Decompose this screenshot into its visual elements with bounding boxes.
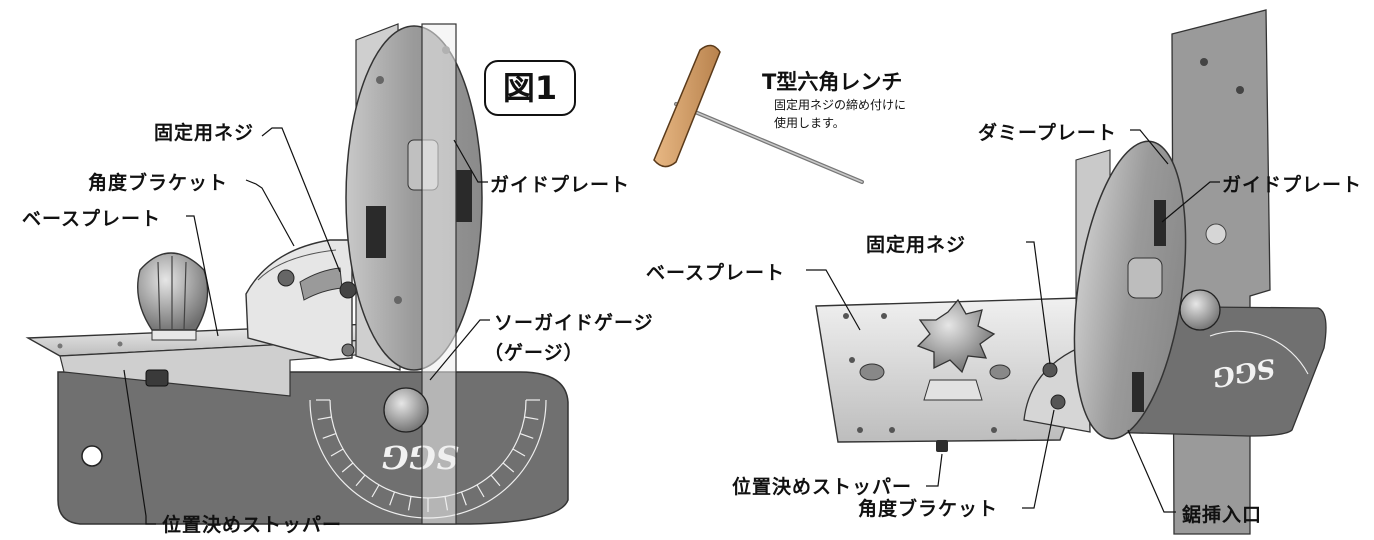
right-label-angle-bracket: 角度ブラケット bbox=[858, 498, 999, 520]
right-label-positioning-stopper: 位置決めストッパー bbox=[732, 476, 913, 498]
protractor-tick bbox=[322, 432, 337, 439]
left-label-guide-plate: ガイドプレート bbox=[490, 174, 631, 196]
right-gauge-knob bbox=[1179, 289, 1221, 331]
protractor-tick bbox=[519, 432, 534, 439]
right-assembly: SGG bbox=[815, 9, 1327, 535]
left-gauge-plate bbox=[57, 371, 569, 525]
left-leader-lines bbox=[123, 127, 490, 525]
right-label-guide-plate: ガイドプレート bbox=[1222, 174, 1363, 196]
protractor-tick bbox=[371, 484, 380, 498]
protractor-tick bbox=[512, 448, 526, 457]
protractor-tick bbox=[389, 491, 396, 506]
left-label-angle-bracket: 角度ブラケット bbox=[88, 172, 229, 194]
left-angle-bracket bbox=[245, 239, 357, 361]
left-label-base-plate: ベースプレート bbox=[22, 208, 162, 230]
protractor-tick bbox=[355, 474, 366, 487]
right-dummy-plate bbox=[1171, 9, 1271, 535]
right-positioning-stopper bbox=[936, 440, 948, 452]
wrench-title: T型六角レンチ bbox=[762, 70, 903, 94]
left-label-fixing-screw: 固定用ネジ bbox=[154, 122, 255, 144]
left-guide-plate bbox=[345, 23, 483, 371]
protractor-tick bbox=[490, 474, 501, 487]
right-label-saw-insert-opening: 鋸挿入口 bbox=[1182, 504, 1263, 526]
right-label-dummy-plate: ダミープレート bbox=[978, 122, 1117, 144]
protractor-tick bbox=[317, 416, 332, 421]
wrench-description-line1: 固定用ネジの締め付けに bbox=[774, 98, 907, 112]
right-angle-bracket bbox=[1023, 343, 1091, 433]
left-gauge-bar bbox=[421, 23, 457, 525]
wrench-description-line2: 使用します。 bbox=[774, 116, 845, 130]
left-label-positioning-stopper: 位置決めストッパー bbox=[162, 514, 343, 536]
right-knob bbox=[916, 298, 996, 401]
protractor-tick bbox=[524, 416, 539, 421]
left-gauge-knob bbox=[383, 387, 429, 433]
protractor-tick bbox=[341, 462, 354, 473]
right-protractor-scale bbox=[1209, 330, 1309, 375]
protractor-tick bbox=[476, 484, 485, 498]
t-wrench-illustration bbox=[653, 44, 864, 184]
left-label-saw-guide-gauge: ソーガイドゲージ bbox=[494, 312, 654, 334]
left-positioning-stopper bbox=[145, 369, 169, 387]
right-label-fixing-screw: 固定用ネジ bbox=[866, 234, 967, 256]
protractor-tick bbox=[407, 496, 412, 511]
right-guide-plate bbox=[1073, 140, 1187, 440]
right-leader-lines bbox=[806, 129, 1220, 513]
left-gauge-hole bbox=[81, 445, 103, 467]
protractor-tick bbox=[460, 491, 467, 506]
protractor-tick bbox=[502, 462, 515, 473]
right-label-base-plate: ベースプレート bbox=[646, 262, 786, 284]
left-assembly: SGG bbox=[25, 23, 569, 525]
left-knob bbox=[137, 252, 209, 341]
left-label-gauge: （ゲージ） bbox=[484, 342, 584, 364]
figure-title: 図1 bbox=[484, 60, 576, 116]
protractor-tick bbox=[330, 448, 344, 457]
